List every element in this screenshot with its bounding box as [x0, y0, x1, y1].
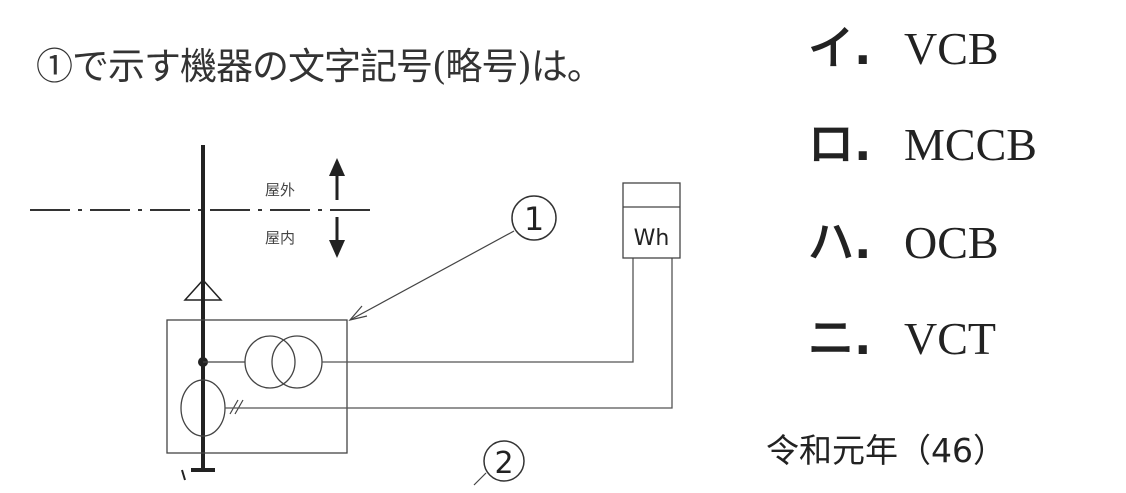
option-i[interactable]: イ. VCB — [808, 12, 999, 78]
option-mark: イ. — [808, 21, 872, 75]
outdoor-label: 屋外 — [265, 181, 295, 199]
option-mark: ニ. — [808, 311, 872, 365]
ct-wire — [225, 258, 673, 409]
indoor-label: 屋内 — [265, 229, 295, 247]
option-ni[interactable]: ニ. VCT — [808, 302, 996, 368]
option-ro[interactable]: ロ. MCCB — [808, 108, 1037, 174]
watt-hour-meter: Wh — [622, 182, 681, 259]
callout-1-label: 1 — [524, 200, 544, 238]
transformer-icon — [244, 335, 323, 389]
source-label: 令和元年（46） — [766, 431, 1006, 470]
vct-box — [166, 319, 348, 454]
option-value: MCCB — [904, 119, 1037, 170]
vt-wire — [322, 258, 634, 363]
indoor-arrow-icon — [329, 217, 345, 258]
option-ha[interactable]: ハ. OCB — [808, 206, 999, 272]
callout-2-circle — [483, 440, 525, 482]
option-value: VCT — [904, 313, 996, 364]
option-value: OCB — [904, 217, 999, 268]
callout-1-circle — [511, 195, 557, 241]
callout-2-label: 2 — [494, 446, 513, 481]
option-mark: ロ. — [808, 117, 872, 171]
option-mark: ハ. — [808, 215, 872, 269]
callout-1-arrow — [349, 230, 515, 321]
option-value: VCB — [904, 23, 999, 74]
question-text: ①で示す機器の文字記号(略号)は。 — [36, 45, 604, 88]
meter-label: Wh — [634, 226, 670, 251]
outdoor-arrow-icon — [329, 158, 345, 200]
